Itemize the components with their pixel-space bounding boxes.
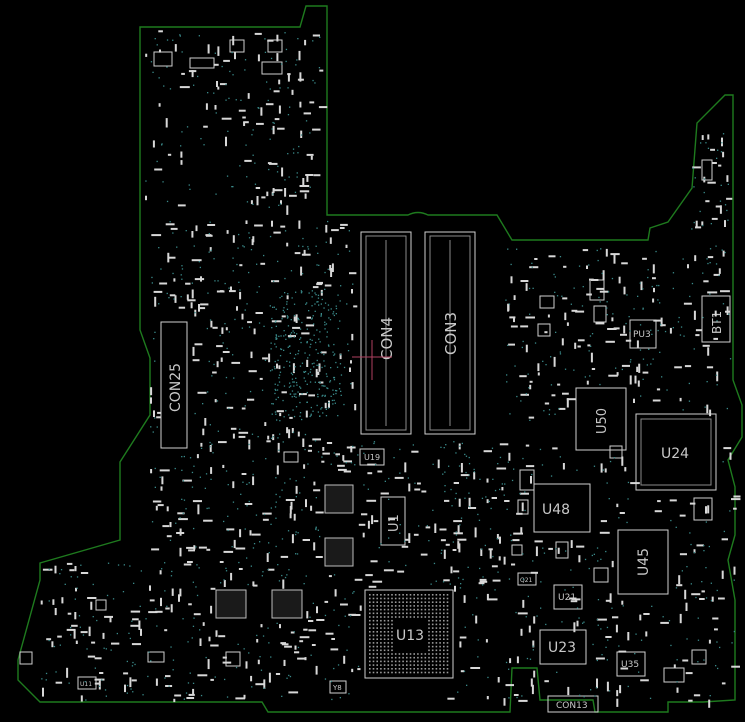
bga-chip-d: [271, 589, 303, 619]
u35-label: U35: [621, 660, 639, 670]
u1-label: U1: [387, 514, 402, 532]
pu3-chip: PU3: [629, 319, 657, 349]
con13-connector: CON13: [547, 695, 599, 713]
u24-chip: U24: [635, 413, 717, 491]
bga-chip-c: [215, 589, 247, 619]
con13-label: CON13: [556, 701, 588, 711]
q21-transistor: Q21: [517, 572, 537, 586]
smd-components: [40, 30, 741, 708]
u19-chip: U19: [359, 448, 385, 466]
crosshair-cursor-icon: [352, 340, 392, 380]
u19-label: U19: [364, 453, 380, 462]
u24-label: U24: [661, 446, 689, 462]
u48-chip: U48: [533, 483, 591, 533]
u13-label: U13: [396, 628, 424, 644]
u11-chip: U11: [77, 676, 97, 690]
con4-connector: CON4: [360, 231, 412, 435]
bga-chip-a: [324, 484, 354, 514]
con25-label: CON25: [168, 363, 184, 412]
y8-label: Y8: [332, 684, 342, 692]
u45-chip: U45: [617, 529, 669, 595]
u45-label: U45: [636, 548, 652, 576]
con4-label: CON4: [378, 317, 396, 360]
u21-label: U21: [558, 593, 576, 603]
y8-crystal: Y8: [329, 680, 347, 694]
pu3-label: PU3: [633, 330, 651, 340]
u50-chip: U50: [575, 387, 627, 451]
u23-label: U23: [548, 640, 576, 656]
board-outline: [17, 5, 743, 713]
u23-chip: U23: [539, 629, 587, 665]
bt1-battery: BT1: [701, 295, 731, 343]
bga-chip-b: [324, 537, 354, 567]
u48-label: U48: [542, 502, 570, 518]
u50-label: U50: [595, 408, 610, 434]
u11-label: U11: [80, 681, 92, 688]
vias: [41, 32, 735, 701]
con3-connector: CON3: [424, 231, 476, 435]
u1-chip: U1: [380, 496, 406, 546]
con3-label: CON3: [442, 312, 460, 355]
u13-chip: U13: [364, 589, 454, 679]
q21-label: Q21: [520, 577, 533, 584]
u35-chip: U35: [616, 651, 646, 677]
small-parts: [19, 39, 713, 683]
con25-connector: CON25: [160, 321, 188, 449]
bt1-label: BT1: [710, 311, 724, 334]
u21-chip: U21: [553, 584, 583, 610]
